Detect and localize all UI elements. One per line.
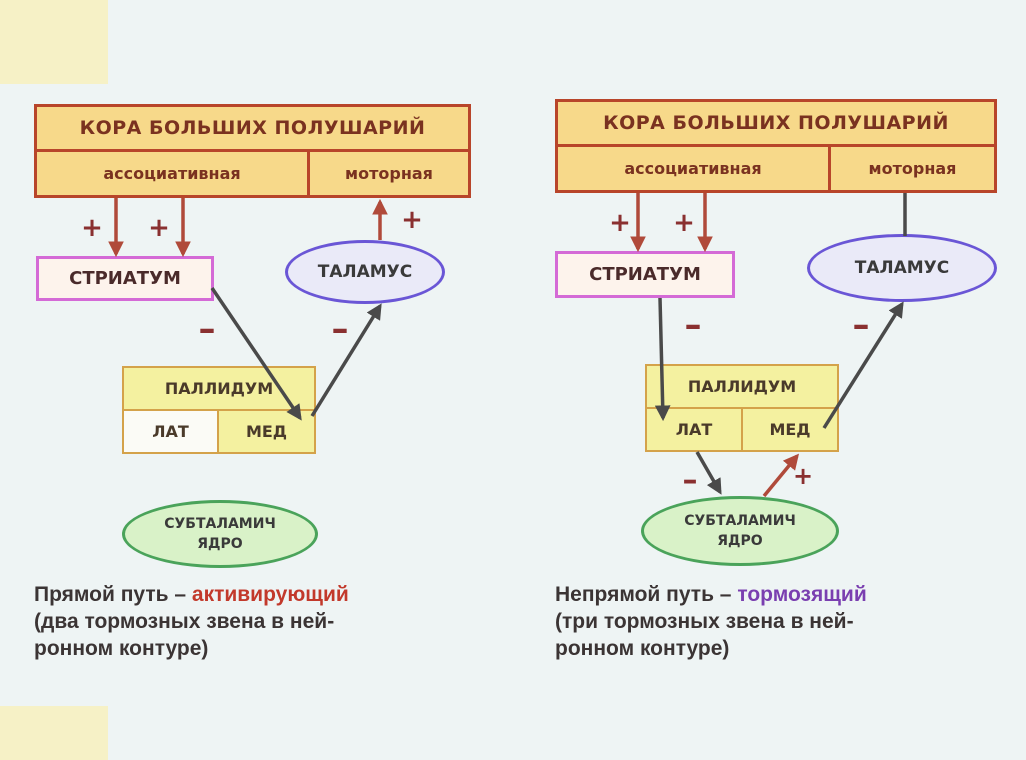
left-sign-plus-3: + bbox=[401, 205, 423, 235]
left-thalamus-ellipse: ТАЛАМУС bbox=[285, 240, 445, 304]
left-pallidum-box: ПАЛЛИДУМ bbox=[122, 366, 316, 411]
right-arrow-med-thalamus bbox=[822, 301, 904, 429]
right-arrow-striatum-lat bbox=[654, 297, 671, 422]
left-pallidum-lat: ЛАТ bbox=[122, 409, 219, 454]
corner-decoration-top bbox=[0, 0, 108, 84]
left-arrow-striatum-med bbox=[210, 287, 302, 421]
right-sign-plus-2: + bbox=[673, 208, 695, 238]
right-caption-prefix: Непрямой путь – bbox=[555, 583, 738, 606]
left-subthalamic-nucleus: СУБТАЛАМИЧ ЯДРО bbox=[122, 500, 318, 568]
right-caption-line3: ронном контуре) bbox=[555, 637, 730, 660]
left-subthal-line2: ЯДРО bbox=[197, 536, 243, 552]
left-caption-prefix: Прямой путь – bbox=[34, 583, 192, 606]
left-cortex-motor: моторная bbox=[307, 149, 471, 198]
left-arrow-med-thalamus bbox=[310, 303, 382, 417]
corner-decoration-bottom bbox=[0, 706, 108, 760]
right-sign-plus-3: + bbox=[793, 462, 813, 490]
left-subthal-line1: СУБТАЛАМИЧ bbox=[164, 516, 276, 532]
right-caption-highlight: тормозящий bbox=[737, 583, 867, 606]
right-sign-minus-1: – bbox=[685, 305, 702, 345]
right-sign-minus-2: – bbox=[853, 305, 870, 345]
left-caption-line2: (два тормозных звена в ней- bbox=[34, 610, 335, 633]
left-sign-plus-1: + bbox=[81, 213, 103, 243]
right-thalamus-ellipse: ТАЛАМУС bbox=[807, 234, 997, 302]
right-caption-line2: (три тормозных звена в ней- bbox=[555, 610, 854, 633]
right-striatum-box: СТРИАТУМ bbox=[555, 251, 735, 298]
right-cortex-motor: моторная bbox=[828, 144, 997, 193]
right-subthalamic-nucleus: СУБТАЛАМИЧ ЯДРО bbox=[641, 496, 839, 566]
left-striatum-box: СТРИАТУМ bbox=[36, 256, 214, 301]
right-subthal-line2: ЯДРО bbox=[717, 533, 763, 549]
left-caption-highlight: активирующий bbox=[191, 583, 349, 606]
right-sign-plus-1: + bbox=[609, 208, 631, 238]
left-cortex-associative: ассоциативная bbox=[34, 149, 310, 198]
right-arrow-subthal-med bbox=[762, 453, 800, 498]
right-pallidum-med: МЕД bbox=[741, 407, 839, 452]
right-caption: Непрямой путь – тормозящий (три тормозны… bbox=[555, 581, 1015, 662]
left-caption-line3: ронном контуре) bbox=[34, 637, 209, 660]
left-pallidum-med: МЕД bbox=[217, 409, 316, 454]
left-sign-minus-1: – bbox=[199, 309, 216, 349]
right-sign-minus-3: – bbox=[683, 463, 698, 498]
right-arrow-lat-subthal bbox=[695, 451, 722, 495]
left-caption-line1: Прямой путь – активирующий bbox=[34, 581, 494, 608]
right-subthal-line1: СУБТАЛАМИЧ bbox=[684, 513, 796, 529]
right-cortex-associative: ассоциативная bbox=[555, 144, 831, 193]
left-sign-plus-2: + bbox=[148, 213, 170, 243]
left-sign-minus-2: – bbox=[332, 309, 349, 349]
left-caption: Прямой путь – активирующий (два тормозны… bbox=[34, 581, 494, 662]
right-caption-line1: Непрямой путь – тормозящий bbox=[555, 581, 1015, 608]
